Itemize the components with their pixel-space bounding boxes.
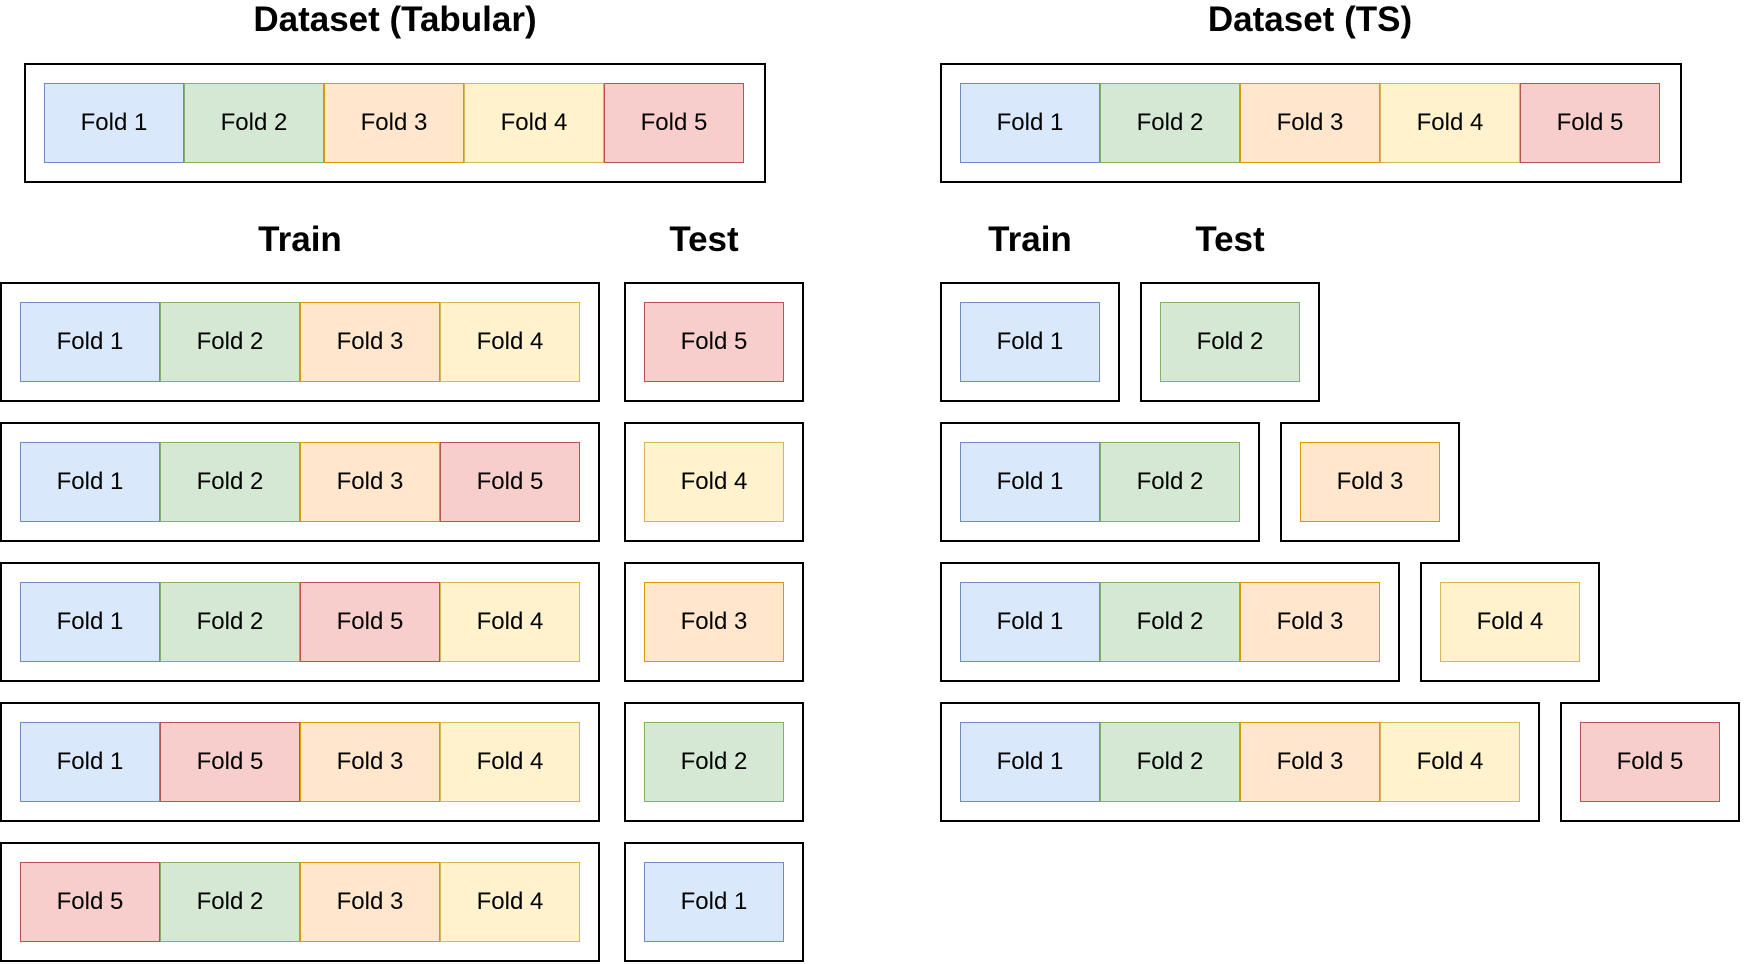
tabular-split-2-test-fold-4-cell: Fold 4 [644, 442, 784, 522]
tabular-dataset-fold-1-cell: Fold 1 [44, 83, 184, 163]
tabular-split-5-train-fold-2-cell: Fold 2 [160, 862, 300, 942]
tabular-dataset-fold-2-cell: Fold 2 [184, 83, 324, 163]
tabular-dataset-title: Dataset (Tabular) [253, 0, 537, 39]
tabular-test-heading: Test [669, 220, 739, 259]
ts-split-1-train-fold-1-cell: Fold 1 [960, 302, 1100, 382]
ts-dataset-fold-4-cell: Fold 4 [1380, 83, 1520, 163]
tabular-split-2-train-fold-3-cell: Fold 3 [300, 442, 440, 522]
ts-split-4-train-fold-1-cell: Fold 1 [960, 722, 1100, 802]
ts-split-3-test-fold-4-cell: Fold 4 [1440, 582, 1580, 662]
tabular-split-5-train-fold-5-cell: Fold 5 [20, 862, 160, 942]
tabular-split-5-train-fold-4-cell: Fold 4 [440, 862, 580, 942]
ts-split-3-train-fold-3-cell: Fold 3 [1240, 582, 1380, 662]
tabular-dataset-fold-3-cell: Fold 3 [324, 83, 464, 163]
tabular-split-1-train-fold-1-cell: Fold 1 [20, 302, 160, 382]
tabular-split-3-train-fold-4-cell: Fold 4 [440, 582, 580, 662]
ts-dataset-fold-1-cell: Fold 1 [960, 83, 1100, 163]
tabular-split-3-train-fold-1-cell: Fold 1 [20, 582, 160, 662]
tabular-split-1-train-fold-4-cell: Fold 4 [440, 302, 580, 382]
ts-split-4-train-fold-3-cell: Fold 3 [1240, 722, 1380, 802]
ts-dataset-fold-3-cell: Fold 3 [1240, 83, 1380, 163]
ts-split-4-train-fold-2-cell: Fold 2 [1100, 722, 1240, 802]
ts-split-3-train-fold-2-cell: Fold 2 [1100, 582, 1240, 662]
ts-dataset-fold-5-cell: Fold 5 [1520, 83, 1660, 163]
tabular-split-5-test-fold-1-cell: Fold 1 [644, 862, 784, 942]
tabular-split-1-test-fold-5-cell: Fold 5 [644, 302, 784, 382]
tabular-split-3-test-fold-3-cell: Fold 3 [644, 582, 784, 662]
tabular-split-5-train-fold-3-cell: Fold 3 [300, 862, 440, 942]
tabular-split-2-train-fold-2-cell: Fold 2 [160, 442, 300, 522]
ts-split-3-train-fold-1-cell: Fold 1 [960, 582, 1100, 662]
tabular-split-1-train-fold-3-cell: Fold 3 [300, 302, 440, 382]
ts-split-2-test-fold-3-cell: Fold 3 [1300, 442, 1440, 522]
ts-test-heading: Test [1195, 220, 1265, 259]
tabular-split-4-train-fold-1-cell: Fold 1 [20, 722, 160, 802]
tabular-split-4-test-fold-2-cell: Fold 2 [644, 722, 784, 802]
tabular-split-1-train-fold-2-cell: Fold 2 [160, 302, 300, 382]
ts-split-2-train-fold-1-cell: Fold 1 [960, 442, 1100, 522]
tabular-split-4-train-fold-3-cell: Fold 3 [300, 722, 440, 802]
ts-split-4-train-fold-4-cell: Fold 4 [1380, 722, 1520, 802]
tabular-split-2-train-fold-5-cell: Fold 5 [440, 442, 580, 522]
ts-dataset-fold-2-cell: Fold 2 [1100, 83, 1240, 163]
tabular-split-4-train-fold-5-cell: Fold 5 [160, 722, 300, 802]
tabular-dataset-fold-4-cell: Fold 4 [464, 83, 604, 163]
ts-split-2-train-fold-2-cell: Fold 2 [1100, 442, 1240, 522]
ts-split-1-test-fold-2-cell: Fold 2 [1160, 302, 1300, 382]
tabular-split-3-train-fold-5-cell: Fold 5 [300, 582, 440, 662]
ts-dataset-title: Dataset (TS) [1207, 0, 1413, 39]
tabular-split-2-train-fold-1-cell: Fold 1 [20, 442, 160, 522]
tabular-split-3-train-fold-2-cell: Fold 2 [160, 582, 300, 662]
ts-split-4-test-fold-5-cell: Fold 5 [1580, 722, 1720, 802]
tabular-split-4-train-fold-4-cell: Fold 4 [440, 722, 580, 802]
ts-train-heading: Train [988, 220, 1072, 259]
tabular-dataset-fold-5-cell: Fold 5 [604, 83, 744, 163]
tabular-train-heading: Train [258, 220, 342, 259]
